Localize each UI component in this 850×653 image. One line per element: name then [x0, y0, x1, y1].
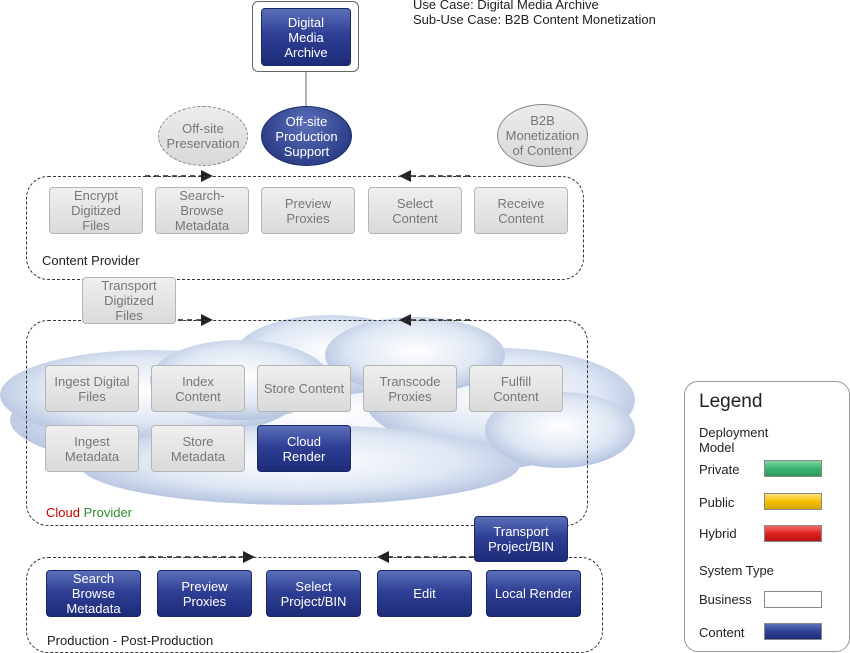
select-content-box: Select Content — [368, 187, 462, 234]
legend-system-type: System Type — [699, 563, 774, 578]
legend-hybrid-label: Hybrid — [699, 526, 737, 541]
legend-private-label: Private — [699, 462, 740, 477]
content-swatch — [764, 623, 822, 640]
cloud-provider-region — [26, 320, 588, 526]
store-metadata-box: Store Metadata — [151, 425, 245, 472]
cloud-render-box: Cloud Render — [257, 425, 351, 472]
transport-project-bin-box: Transport Project/BIN — [474, 516, 568, 562]
private-swatch — [764, 460, 822, 477]
sub-use-case-title: Sub-Use Case: B2B Content Monetization — [413, 12, 656, 27]
b2b-monetization-ellipse: B2B Monetization of Content — [497, 104, 588, 167]
ingest-metadata-box: Ingest Metadata — [45, 425, 139, 472]
provider-word: Provider — [83, 505, 133, 520]
digital-media-archive-box: Digital Media Archive — [261, 8, 351, 66]
legend-title: Legend — [699, 391, 763, 412]
public-swatch — [764, 493, 822, 510]
legend-business-label: Business — [699, 592, 752, 607]
search-browse-metadata-prod-box: Search Browse Metadata — [46, 570, 141, 617]
legend-public-label: Public — [699, 495, 735, 510]
cloud-word: Cloud — [46, 505, 80, 520]
content-provider-region — [26, 176, 584, 280]
store-content-box: Store Content — [257, 365, 351, 412]
transcode-proxies-box: Transcode Proxies — [363, 365, 457, 412]
cloud-provider-label: Cloud Provider — [46, 505, 132, 520]
preview-proxies-prod-box: Preview Proxies — [157, 570, 252, 617]
legend-panel — [684, 381, 850, 652]
index-content-box: Index Content — [151, 365, 245, 412]
edit-box: Edit — [377, 570, 472, 617]
local-render-box: Local Render — [486, 570, 581, 617]
encrypt-digitized-files-box: Encrypt Digitized Files — [49, 187, 143, 234]
production-label: Production - Post-Production — [47, 633, 214, 648]
legend-deployment-model: Deployment Model — [699, 425, 769, 455]
business-swatch — [764, 591, 822, 608]
offsite-production-support-ellipse: Off-site Production Support — [261, 106, 352, 166]
offsite-preservation-ellipse: Off-site Preservation — [158, 106, 248, 166]
search-browse-metadata-box: Search- Browse Metadata — [155, 187, 249, 234]
use-case-title: Use Case: Digital Media Archive — [413, 0, 599, 12]
transport-digitized-files-box: Transport Digitized Files — [82, 277, 176, 324]
receive-content-box: Receive Content — [474, 187, 568, 234]
preview-proxies-box: Preview Proxies — [261, 187, 355, 234]
hybrid-swatch — [764, 525, 822, 542]
content-provider-label: Content Provider — [42, 253, 140, 268]
legend-content-label: Content — [699, 625, 745, 640]
fulfill-content-box: Fulfill Content — [469, 365, 563, 412]
ingest-digital-files-box: Ingest Digital Files — [45, 365, 139, 412]
select-project-bin-box: Select Project/BIN — [266, 570, 361, 617]
